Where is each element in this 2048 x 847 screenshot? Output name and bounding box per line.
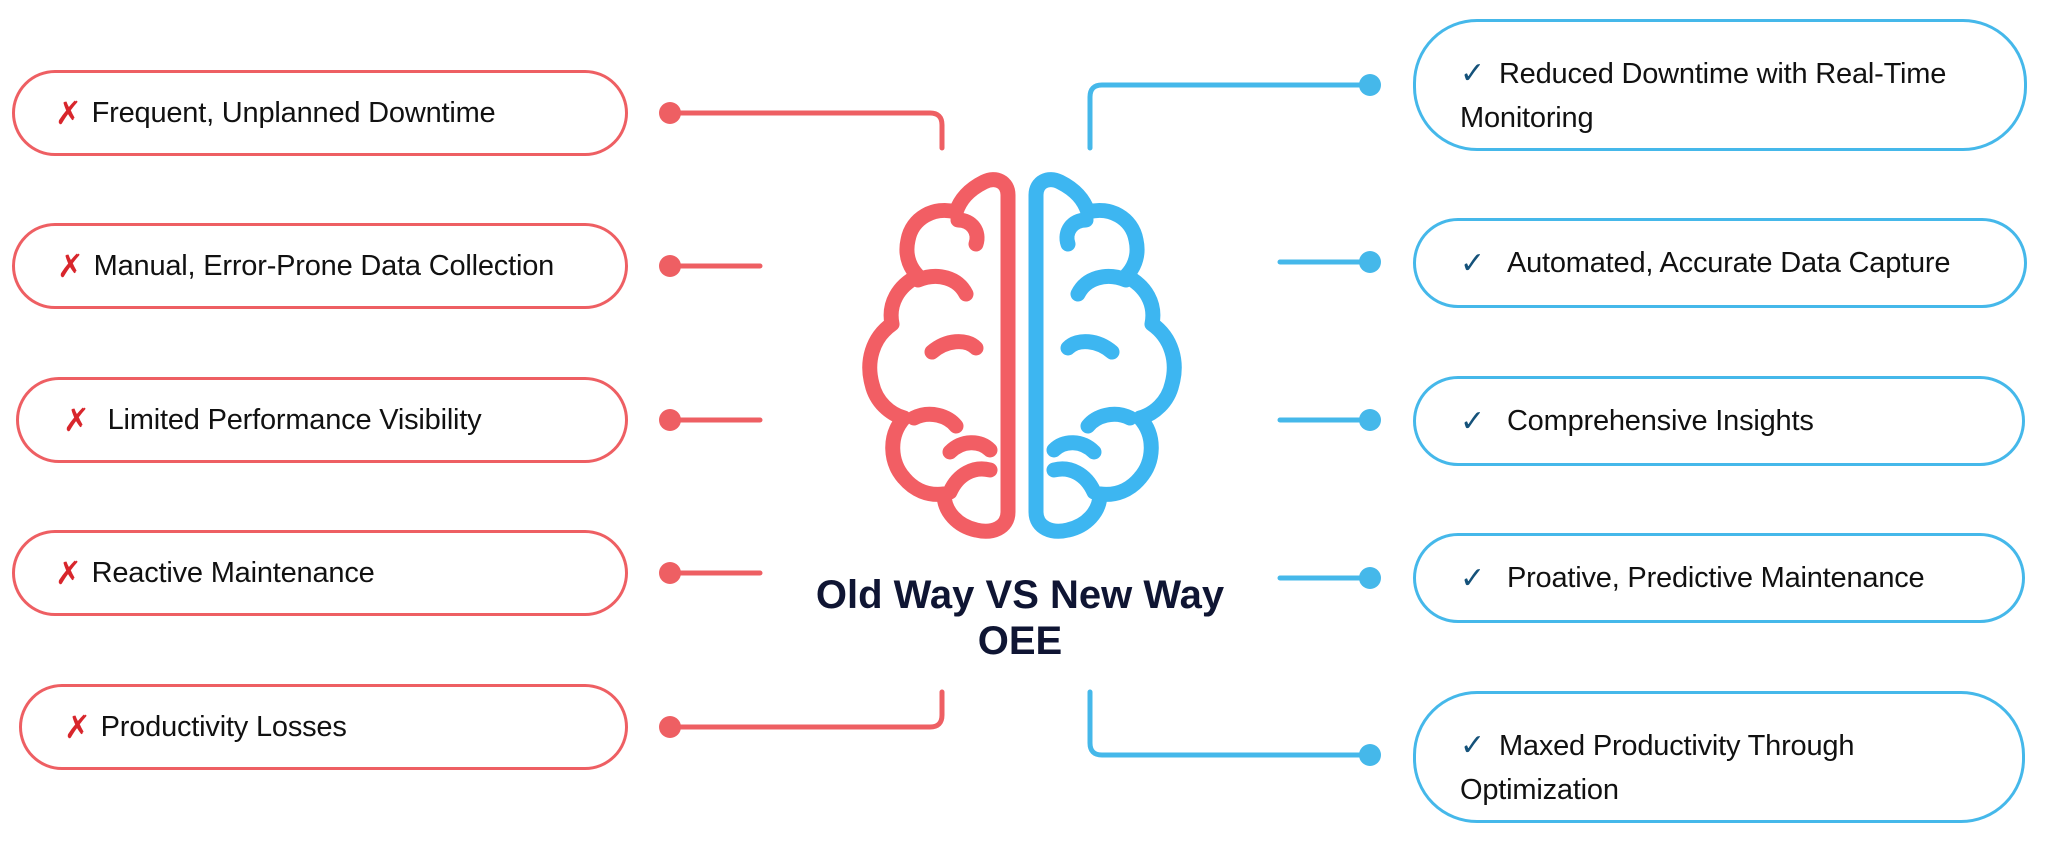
connector-old-1 <box>667 110 945 151</box>
old-way-label: Limited Performance Visibility <box>107 403 482 436</box>
connector-dot-old-1 <box>659 102 681 124</box>
diagram-title: Old Way VS New Way OEE <box>770 572 1270 664</box>
new-way-item: ✓ Automated, Accurate Data Capture <box>1413 218 2027 308</box>
title-line-1: Old Way VS New Way <box>815 573 1225 617</box>
check-mark-icon: ✓ <box>1460 56 1485 91</box>
connector-old-5 <box>667 689 945 730</box>
old-way-item: ✗ Limited Performance Visibility <box>16 377 628 463</box>
brain-icon <box>862 172 1182 539</box>
old-way-item: ✗ Manual, Error-Prone Data Collection <box>12 223 628 309</box>
new-way-item: ✓ Proative, Predictive Maintenance <box>1413 533 2025 623</box>
old-way-label: Reactive Maintenance <box>91 556 375 589</box>
connector-dot-new-4 <box>1359 567 1381 589</box>
check-mark-icon: ✓ <box>1460 560 1485 596</box>
old-way-label: Productivity Losses <box>100 710 347 743</box>
new-way-label: Maxed Productivity Through Optimization <box>1460 730 1855 806</box>
connector-dot-old-4 <box>659 562 681 584</box>
connector-dot-new-3 <box>1359 409 1381 431</box>
old-way-item: ✗ Productivity Losses <box>19 684 628 770</box>
connector-dot-old-2 <box>659 255 681 277</box>
title-line-2: OEE <box>977 619 1063 663</box>
connector-dot-old-3 <box>659 409 681 431</box>
x-mark-icon: ✗ <box>55 94 82 132</box>
connector-new-1 <box>1087 82 1373 151</box>
x-mark-icon: ✗ <box>63 401 90 439</box>
brain-right-hemisphere <box>1028 172 1182 539</box>
connector-dot-new-2 <box>1359 251 1381 273</box>
check-mark-icon: ✓ <box>1460 403 1485 439</box>
new-way-label: Reduced Downtime with Real-Time Monitori… <box>1460 58 1947 134</box>
new-way-item: ✓Maxed Productivity Through Optimization <box>1413 691 2025 823</box>
new-way-label: Comprehensive Insights <box>1506 404 1814 437</box>
new-way-label: Proative, Predictive Maintenance <box>1506 561 1925 594</box>
new-way-item: ✓ Comprehensive Insights <box>1413 376 2025 466</box>
new-way-item: ✓Reduced Downtime with Real-Time Monitor… <box>1413 19 2027 151</box>
new-way-label: Automated, Accurate Data Capture <box>1506 246 1951 279</box>
x-mark-icon: ✗ <box>57 247 84 285</box>
connector-dot-new-1 <box>1359 74 1381 96</box>
x-mark-icon: ✗ <box>64 708 91 746</box>
check-mark-icon: ✓ <box>1460 245 1485 281</box>
x-mark-icon: ✗ <box>55 554 82 592</box>
connector-dot-new-5 <box>1359 744 1381 766</box>
old-way-label: Manual, Error-Prone Data Collection <box>93 249 555 282</box>
check-mark-icon: ✓ <box>1460 728 1485 763</box>
old-way-item: ✗ Reactive Maintenance <box>12 530 628 616</box>
connector-dot-old-5 <box>659 716 681 738</box>
old-way-label: Frequent, Unplanned Downtime <box>91 96 496 129</box>
connector-new-5 <box>1087 689 1373 758</box>
old-way-item: ✗ Frequent, Unplanned Downtime <box>12 70 628 156</box>
brain-left-hemisphere <box>862 172 1016 539</box>
